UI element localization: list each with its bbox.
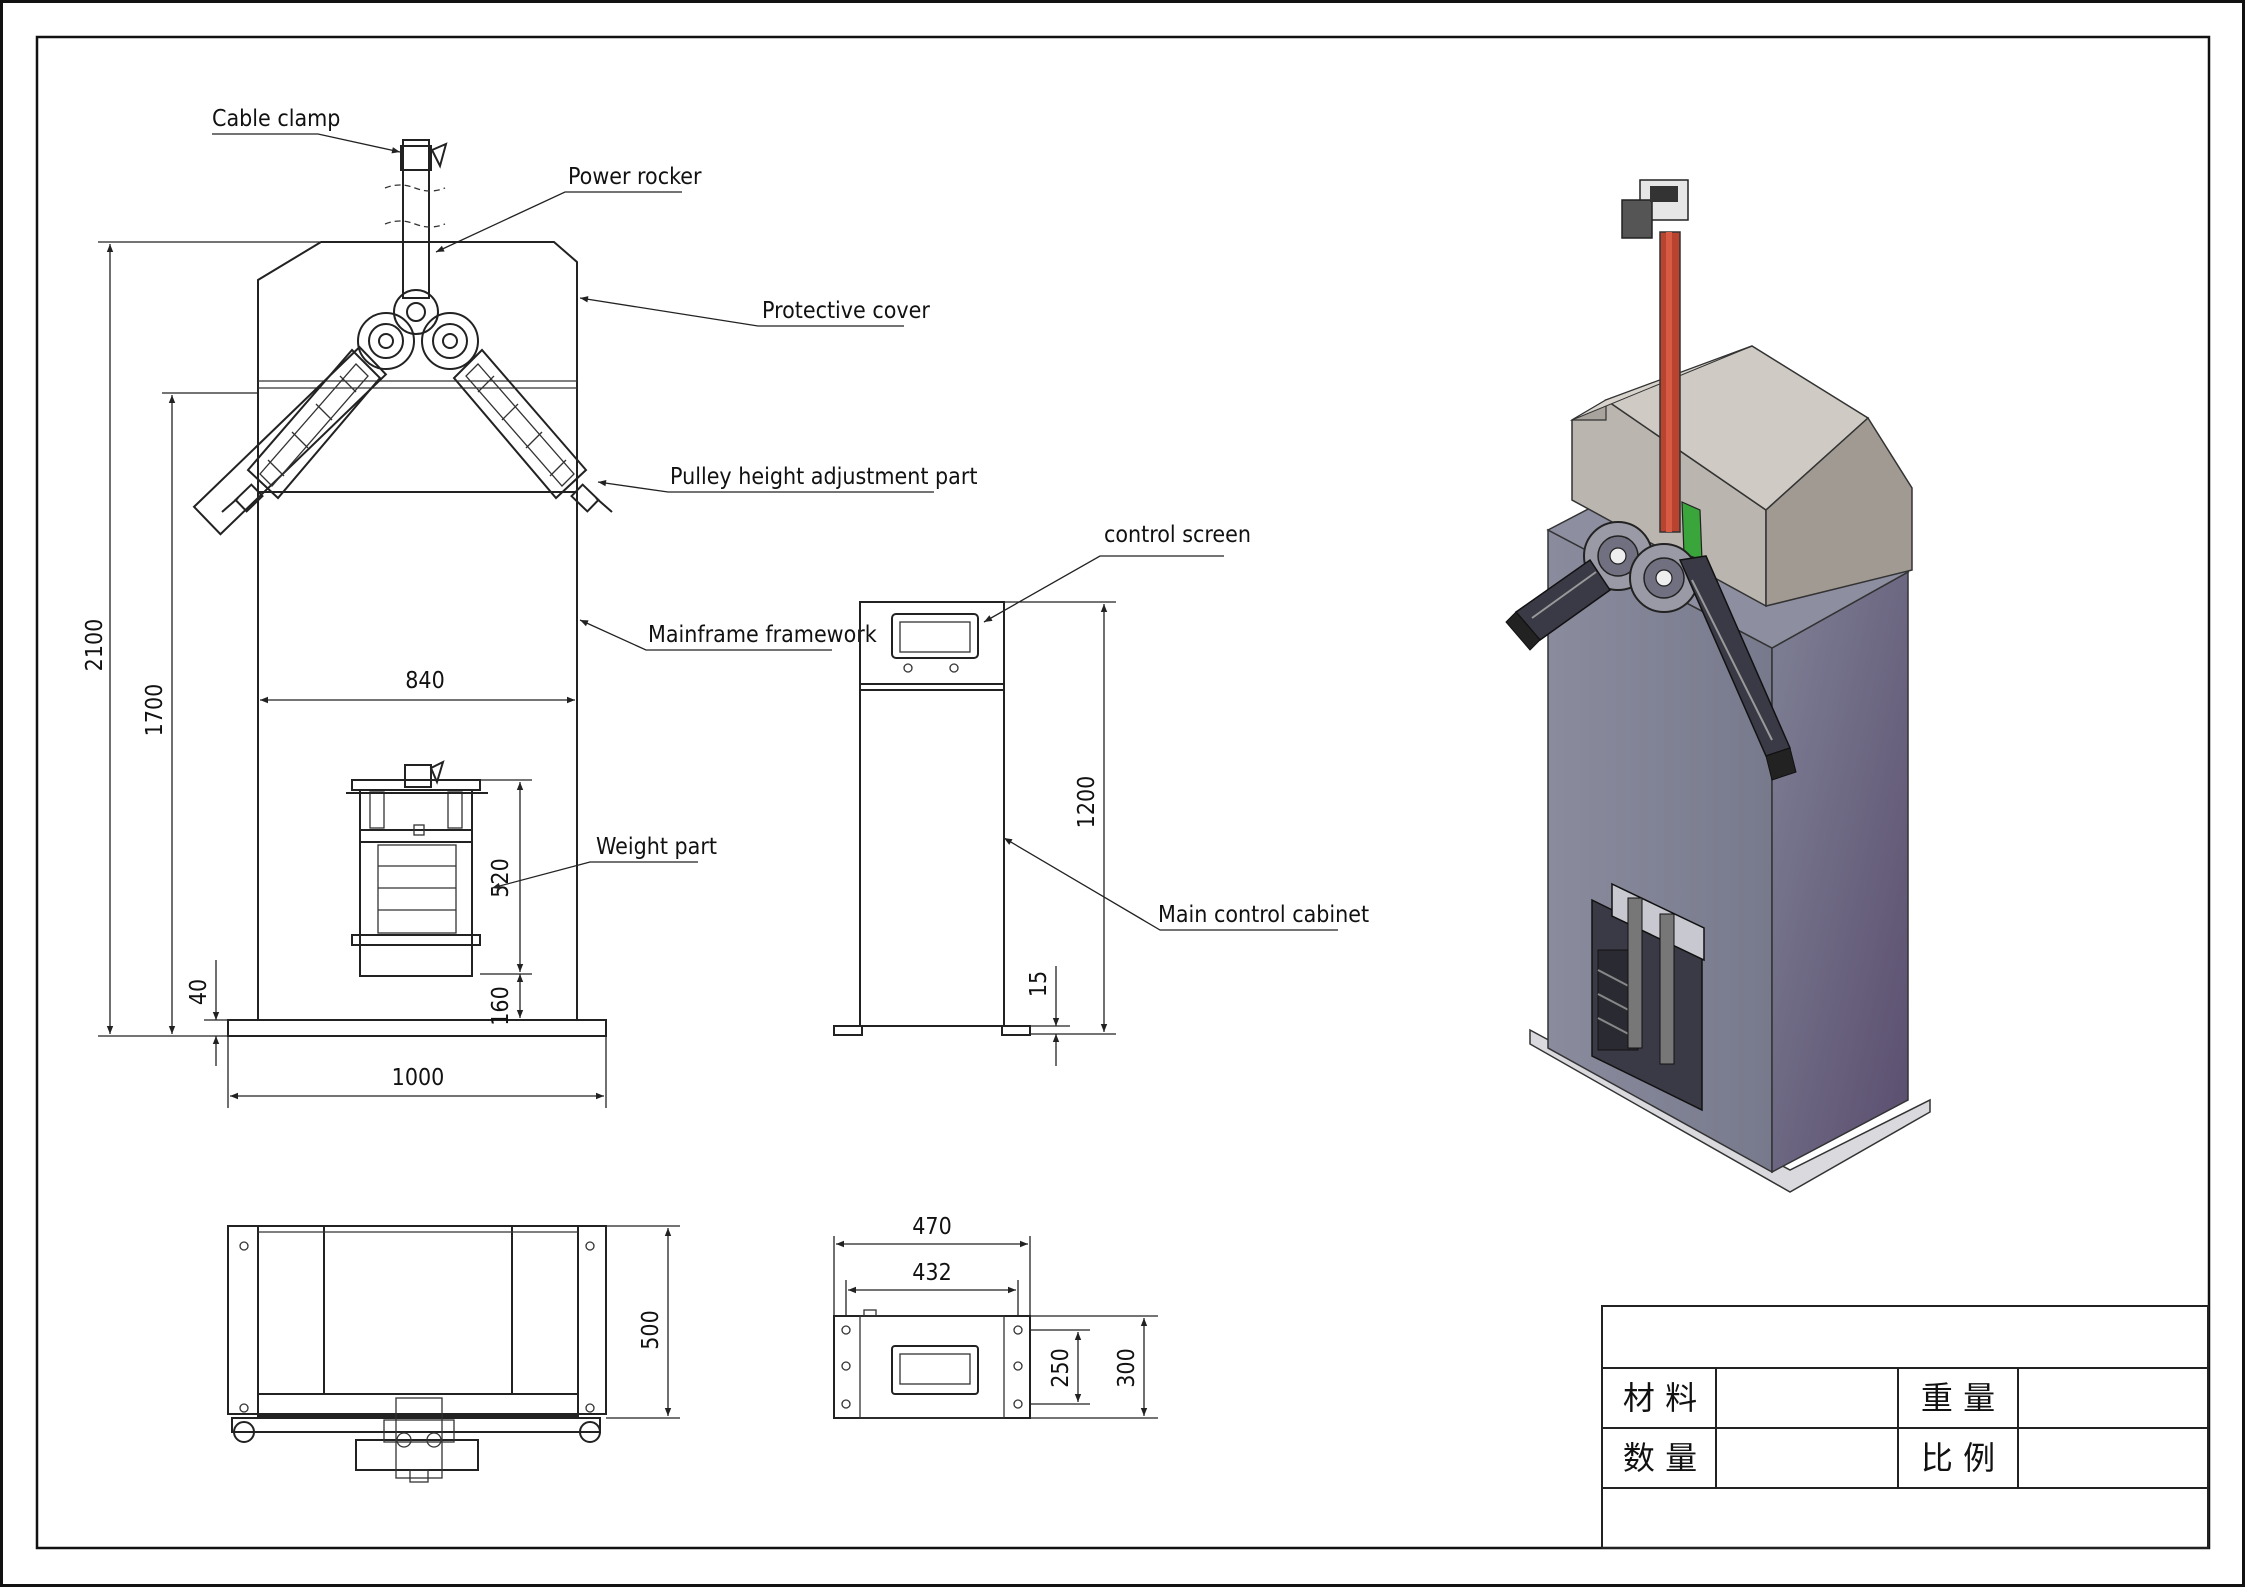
dim-250: 250 — [1048, 1348, 1074, 1388]
cabinet-side-view — [833, 601, 1031, 1036]
dim-1000: 1000 — [392, 1065, 445, 1091]
cabinet-dimensions — [983, 555, 1338, 1066]
dim-500: 500 — [638, 1310, 664, 1350]
title-block — [1601, 1305, 2209, 1549]
dim-470: 470 — [912, 1214, 952, 1240]
dim-15: 15 — [1026, 971, 1052, 997]
front-view-dimensions — [98, 241, 607, 1108]
dim-520: 520 — [488, 858, 514, 898]
iso-cabinet-front — [1771, 570, 1909, 1174]
dim-1200: 1200 — [1074, 776, 1100, 829]
cabinet-top-dimensions — [833, 1236, 1158, 1419]
dim-160: 160 — [488, 986, 514, 1026]
dim-300: 300 — [1114, 1348, 1140, 1388]
title-block-scale: 比 例 — [1921, 1439, 1995, 1477]
label-main-control-cabinet: Main control cabinet — [1158, 902, 1369, 928]
label-protective-cover: Protective cover — [762, 298, 930, 324]
dim-1700: 1700 — [142, 684, 168, 737]
frame-border — [35, 35, 2211, 1550]
title-block-material: 材 料 — [1623, 1379, 1697, 1417]
dim-2100: 2100 — [82, 619, 108, 672]
dim-40: 40 — [186, 979, 212, 1005]
iso-weight-part — [1591, 882, 1705, 1112]
title-block-quantity: 数 量 — [1623, 1439, 1697, 1477]
label-pulley-height: Pulley height adjustment part — [670, 464, 977, 490]
dim-840: 840 — [405, 668, 445, 694]
top-view — [227, 1225, 607, 1483]
label-control-screen: control screen — [1104, 522, 1251, 548]
isometric-view — [1505, 179, 1931, 1193]
cabinet-top-view — [833, 1309, 1031, 1419]
iso-base-plate — [1529, 1028, 1931, 1193]
front-view — [192, 139, 613, 1037]
label-mainframe: Mainframe framework — [648, 622, 877, 648]
label-cable-clamp: Cable clamp — [212, 106, 340, 132]
top-view-dimensions — [578, 1225, 680, 1419]
label-power-rocker: Power rocker — [568, 164, 702, 190]
front-leaders — [212, 133, 934, 890]
label-weight-part: Weight part — [596, 834, 717, 860]
dim-432: 432 — [912, 1260, 952, 1286]
title-block-weight: 重 量 — [1921, 1379, 1995, 1417]
